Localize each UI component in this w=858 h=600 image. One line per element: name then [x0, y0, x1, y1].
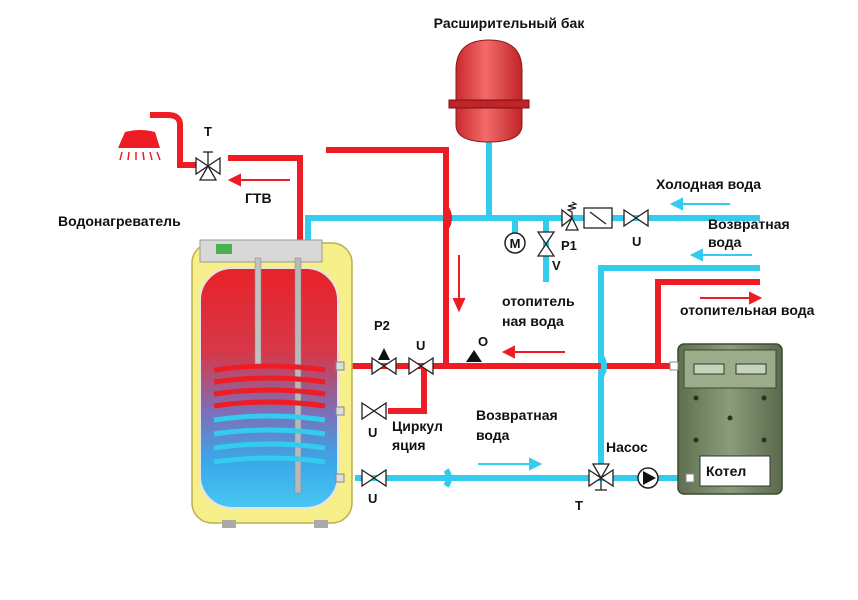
label-circulation-1: Циркул [392, 418, 443, 434]
filter-icon [583, 207, 613, 229]
mark-u-p2: U [416, 338, 425, 353]
label-pump: Насос [606, 439, 648, 455]
label-cold-water: Холодная вода [656, 176, 761, 192]
flow-arrow-icon [227, 173, 763, 359]
gate-valve-icon [361, 401, 387, 421]
mark-o: O [478, 334, 488, 349]
pump-icon [637, 467, 659, 489]
safety-valve-icon [561, 201, 580, 231]
balancing-valve-icon [371, 348, 397, 376]
mark-p1: P1 [561, 238, 577, 253]
label-expansion-tank: Расширительный бак [434, 15, 586, 31]
three-way-valve-icon [588, 463, 614, 491]
three-way-valve-icon [195, 151, 221, 181]
check-valve-icon [466, 350, 482, 362]
expansion-tank [448, 39, 530, 143]
boiler [669, 343, 783, 495]
label-hot-water: ГТВ [245, 190, 272, 206]
pressure-gauge-icon [504, 232, 526, 254]
label-water-heater: Водонагреватель [58, 213, 181, 229]
mark-u-bottom: U [368, 491, 377, 506]
label-return-water-bottom-2: вода [476, 427, 510, 443]
gate-valve-icon [408, 356, 434, 376]
label-circulation-2: яция [392, 437, 426, 453]
mark-m: M [510, 236, 521, 251]
mark-p2: P2 [374, 318, 390, 333]
shower-icon [118, 130, 161, 161]
hot-pipes [150, 112, 760, 414]
gate-valve-icon [623, 208, 649, 228]
water-heater [191, 239, 353, 528]
label-heating-water-mid-2: ная вода [502, 313, 564, 329]
label-return-water-top-1: Возвратная [708, 216, 790, 232]
pipe-crossings [443, 206, 607, 488]
label-return-water-top-2: вода [708, 234, 742, 250]
flow-arrow-icon [478, 197, 752, 471]
mark-v: V [552, 258, 561, 273]
gate-valve-icon [361, 468, 387, 488]
label-heating-water-right: отопительная вода [680, 302, 815, 318]
mark-u-circ: U [368, 425, 377, 440]
label-boiler: Котел [706, 463, 746, 479]
label-return-water-bottom-1: Возвратная [476, 407, 558, 423]
mark-t-pump: T [575, 498, 583, 513]
mark-t-shower: T [204, 124, 212, 139]
label-heating-water-mid-1: отопитель [502, 293, 575, 309]
mark-u-top: U [632, 234, 641, 249]
drain-valve-icon [536, 231, 556, 257]
